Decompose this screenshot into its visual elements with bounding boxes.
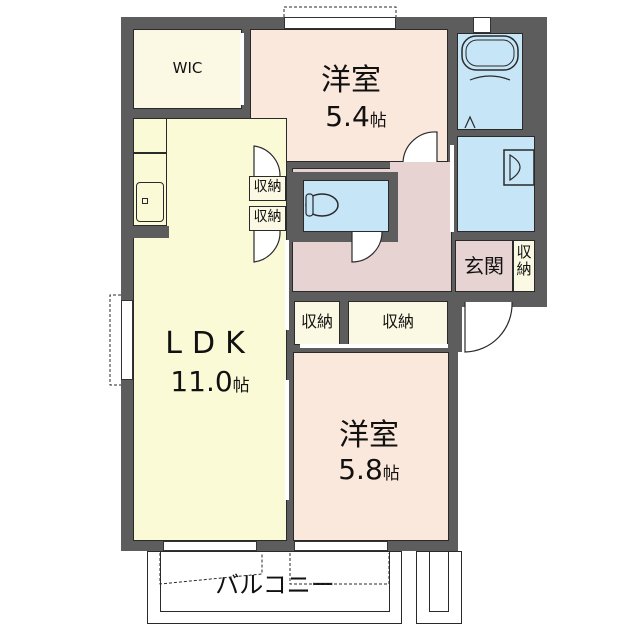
window-bedroom-dashed [289,553,390,585]
triangle-marker-icon [464,115,476,129]
room-entrance: 玄関 [455,240,513,292]
room-hallway-top [390,162,452,182]
kitchen-counter [133,118,167,226]
ldk-name: LDK [165,326,255,361]
room-bedroom-south: 洋室 5.8帖 [293,352,449,541]
bedroom-south-size-value: 5.8 [338,453,383,486]
bedroom-south-size: 5.8帖 [314,453,424,486]
door-swing-entrance [464,301,513,353]
door-swing-closet-upper [253,145,281,177]
kitchen-divider [133,152,167,154]
window-ldk-dashed [159,553,263,585]
closet-entrance-text: 収納 [516,243,532,279]
closet-lower-label: 収納 [253,209,282,225]
window-bedroom-balcony [294,541,388,551]
washbasin-icon [503,149,535,186]
stair-inner [429,552,449,612]
bedroom-south-size-unit: 帖 [382,464,400,484]
room-wic: WIC [133,29,242,109]
window-ldk-west [121,300,133,380]
ldk-size-value: 11.0 [170,365,233,398]
entrance-label: 玄関 [464,254,504,278]
door-swing-toilet [351,231,383,263]
window-ldk-balcony [163,541,257,551]
closet-entrance: 収納 [513,240,535,292]
closet-upper: 収納 [249,176,286,201]
door-swing-bedroom-north [402,131,438,163]
kitchen-wall [133,226,169,238]
closet-upper-label: 収納 [253,179,282,195]
ldk-size: 11.0帖 [134,365,286,398]
closet-lower: 収納 [249,206,286,231]
bathtub-icon [461,35,519,71]
balcony-inner: バルコニー [160,552,390,612]
balcony-label: バルコニー [215,571,335,599]
washbasin-bowl [509,153,521,182]
closet-hall-large-label: 収納 [381,312,414,331]
bedroom-north-size-unit: 帖 [369,111,387,131]
sink-icon [136,182,164,222]
closet-entrance-label: 収納 [514,243,534,279]
closet-hall-small-label: 収納 [300,312,333,331]
door-swing-closet-lower [253,230,281,263]
bedroom-north-size-value: 5.4 [325,100,370,133]
bathtub-inner [465,39,515,67]
window-north-dashed [283,6,397,17]
window-north [284,17,396,29]
stair-outline [416,551,462,624]
toilet-tank [305,193,314,217]
sink-drain-icon [142,198,148,204]
ldk-size-unit: 帖 [232,376,250,396]
bedroom-north-name: 洋室 [321,63,381,98]
balcony: バルコニー [147,551,402,624]
bedroom-north-size: 5.4帖 [306,100,406,133]
window-bath [473,17,491,33]
bedroom-south-name: 洋室 [339,418,399,453]
window-west-dashed [109,294,121,386]
bath-curve [469,75,511,81]
wic-label: WIC [172,59,203,77]
